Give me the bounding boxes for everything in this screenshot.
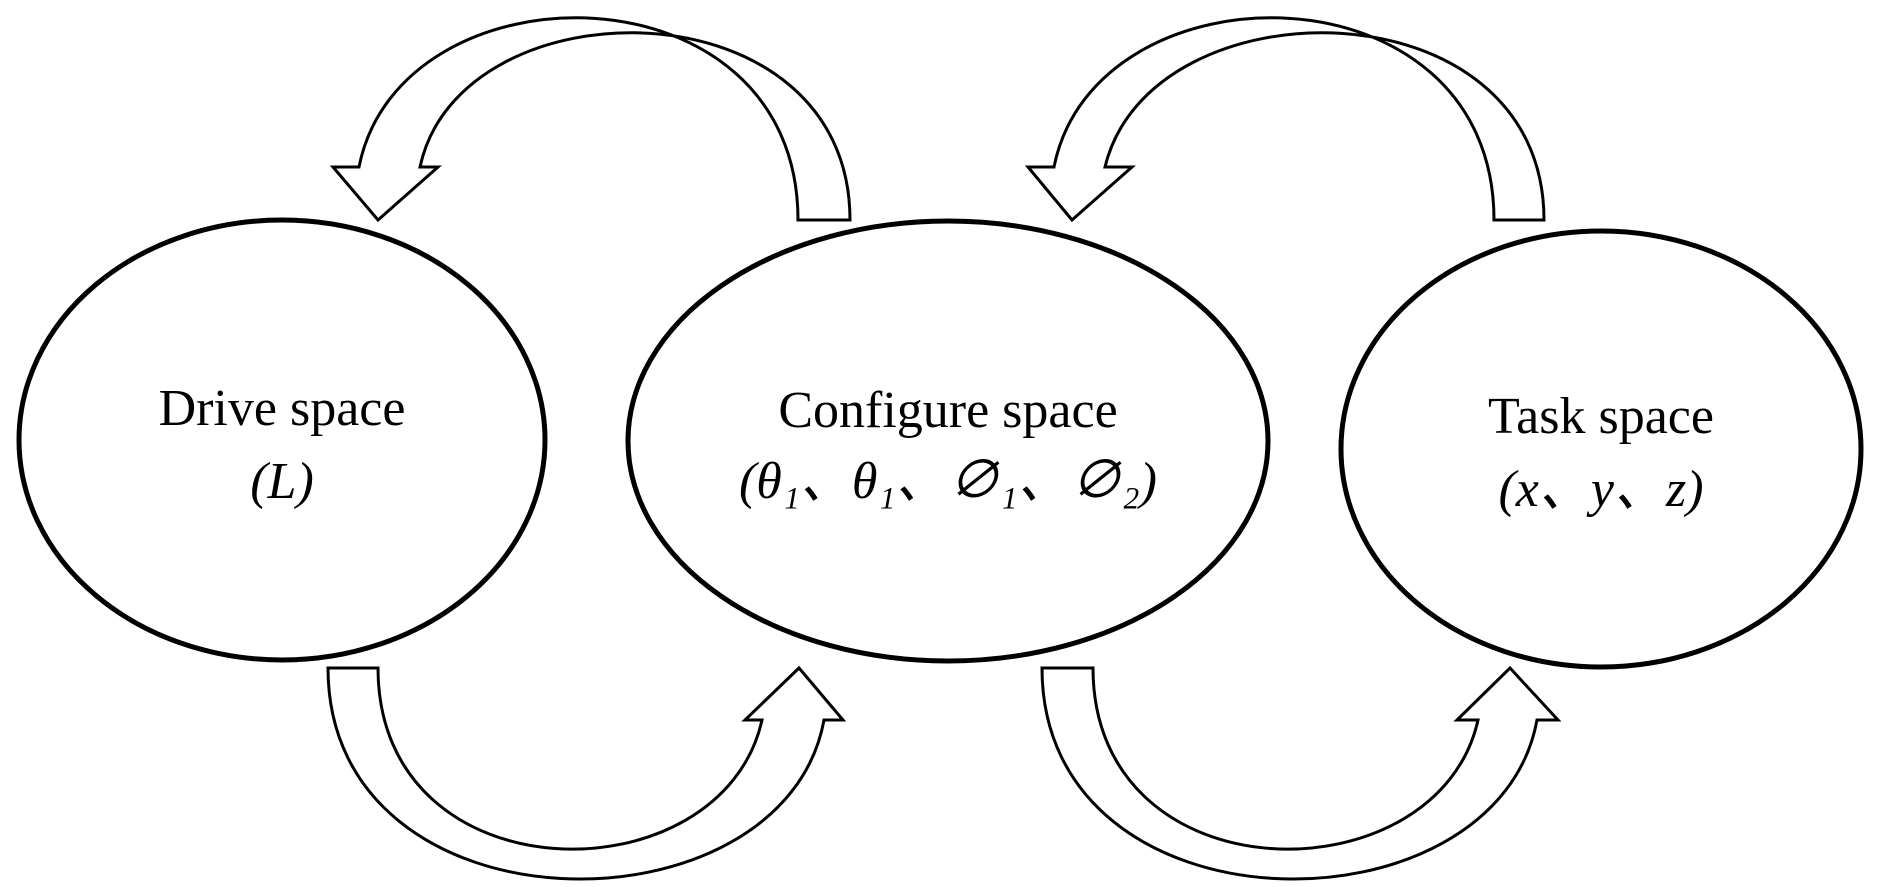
arrow-configure-to-task: [1040, 665, 1562, 881]
node-task-space: Task space (x、y、z): [1338, 228, 1864, 670]
configure-space-variables: (θ₁、θ₁、∅₁、∅₂): [739, 453, 1157, 510]
arrow-task-to-configure: [1024, 16, 1546, 223]
arrow-drive-to-configure: [326, 665, 847, 881]
node-configure-space: Configure space (θ₁、θ₁、∅₁、∅₂): [625, 218, 1271, 664]
drive-space-title: Drive space: [159, 380, 406, 437]
configure-space-title: Configure space: [778, 382, 1117, 439]
node-drive-space: Drive space (L): [16, 217, 548, 663]
task-space-variables: (x、y、z): [1498, 461, 1703, 518]
arrow-configure-to-drive: [329, 16, 852, 223]
drive-space-variables: (L): [250, 453, 314, 510]
task-space-title: Task space: [1488, 388, 1714, 445]
